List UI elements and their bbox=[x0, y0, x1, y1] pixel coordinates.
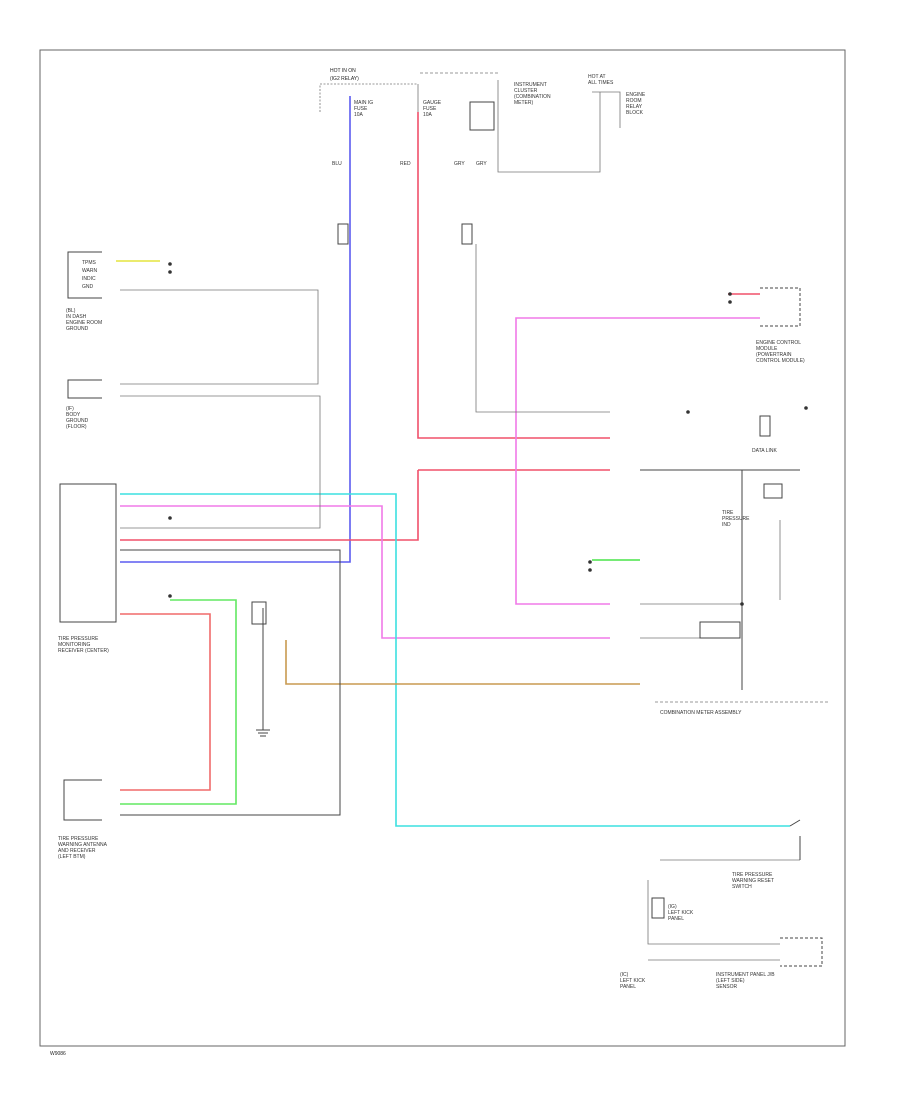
ground-mid bbox=[251, 601, 270, 737]
cluster-line2: CLUSTER bbox=[514, 88, 538, 94]
instrument-panel-jb: INSTRUMENT PANEL J/B (LEFT SIDE) SENSOR bbox=[716, 937, 823, 990]
block1-line3: ENGINE ROOM bbox=[66, 320, 102, 326]
block2-line1: (IF) bbox=[66, 406, 74, 412]
left-kick-ground: (IG) LEFT KICK PANEL (IC) LEFT KICK PANE… bbox=[620, 897, 694, 990]
wire-red-mid bbox=[120, 470, 419, 541]
ecm-line3: (POWERTRAIN bbox=[756, 352, 792, 358]
gnd-line2: LEFT KICK bbox=[668, 910, 694, 916]
body-ground-block: (IF) BODY GROUND (FLOOR) bbox=[66, 379, 102, 430]
fuse2-line1: GAUGE bbox=[423, 100, 442, 106]
tpms-sensor-line4: (LEFT BTM) bbox=[58, 854, 86, 860]
tpms-sensor-line1: TIRE PRESSURE bbox=[58, 836, 99, 842]
kick-line1: (IC) bbox=[620, 972, 629, 978]
fuse2-line3: 10A bbox=[423, 112, 433, 118]
stop-fuse-line4: BLOCK bbox=[626, 110, 644, 116]
cluster-line3: (COMBINATION bbox=[514, 94, 551, 100]
kick-line3: PANEL bbox=[620, 984, 636, 990]
stop-fuse-line3: RELAY bbox=[626, 104, 643, 110]
wire-green bbox=[120, 599, 237, 805]
fuse1-line1: MAIN IG bbox=[354, 100, 373, 106]
tpms-warn-pin3: INDIC bbox=[82, 276, 96, 282]
wire-pink-upper bbox=[515, 317, 760, 605]
hot-all-line1: HOT AT bbox=[588, 74, 606, 80]
footer-code: W9086 bbox=[50, 1051, 66, 1057]
combination-meter-label: COMBINATION METER ASSEMBLY bbox=[660, 710, 742, 716]
hot-all-line2: ALL TIMES bbox=[588, 80, 614, 86]
tp-label-line3: IND bbox=[722, 522, 731, 528]
wire-black-loop bbox=[120, 549, 341, 816]
ipjb-line1: INSTRUMENT PANEL J/B bbox=[716, 972, 775, 978]
wire-cyan bbox=[120, 493, 790, 827]
ecm-line2: MODULE bbox=[756, 346, 778, 352]
top-block-header: HOT IN ON bbox=[330, 68, 356, 74]
gnd-line3: PANEL bbox=[668, 916, 684, 922]
block1-line2: IN DASH bbox=[66, 314, 87, 320]
top-block-sub: (IG2 RELAY) bbox=[330, 76, 359, 82]
tpms-warn-pin1: TPMS bbox=[82, 260, 97, 266]
block2-line2: BODY bbox=[66, 412, 81, 418]
splice-points bbox=[168, 262, 808, 606]
tpms-sensor: TIRE PRESSURE WARNING ANTENNA AND RECEIV… bbox=[58, 779, 108, 860]
stop-fuse-line1: ENGINE bbox=[626, 92, 646, 98]
tpms-sensor-line3: AND RECEIVER bbox=[58, 848, 96, 854]
wire-red-lower bbox=[120, 613, 211, 791]
tp-label-line1: TIRE bbox=[722, 510, 734, 516]
wire-label-red: RED bbox=[400, 161, 411, 167]
fuse2-line2: FUSE bbox=[423, 106, 437, 112]
top-fuse-block: HOT IN ON (IG2 RELAY) MAIN IG FUSE 10A G… bbox=[319, 68, 646, 173]
wire-label-gry1: GRY bbox=[454, 161, 465, 167]
fuse1-line2: FUSE bbox=[354, 106, 368, 112]
ecm-line4: CONTROL MODULE) bbox=[756, 358, 805, 364]
tpms-warn-connector: TPMS WARN INDIC GND (BL) IN DASH ENGINE … bbox=[66, 251, 102, 332]
wire-label-gry2: GRY bbox=[476, 161, 487, 167]
kick-line2: LEFT KICK bbox=[620, 978, 646, 984]
wire-red-gauge bbox=[417, 112, 610, 439]
tps-line2: WARNING RESET bbox=[732, 878, 774, 884]
engine-control-module: ENGINE CONTROL MODULE (POWERTRAIN CONTRO… bbox=[756, 287, 805, 364]
cluster-line4: METER) bbox=[514, 100, 534, 106]
tpms-module: TIRE PRESSURE MONITORING RECEIVER (CENTE… bbox=[58, 483, 117, 654]
wire-blue bbox=[120, 96, 351, 563]
diagram-frame bbox=[39, 49, 846, 1047]
ipjb-line2: (LEFT SIDE) bbox=[716, 978, 745, 984]
fuse1-line3: 10A bbox=[354, 112, 364, 118]
tpms-module-line3: RECEIVER (CENTER) bbox=[58, 648, 109, 654]
wire-label-blu: BLU bbox=[332, 161, 342, 167]
tpms-warn-pin4: GND bbox=[82, 284, 94, 290]
cluster-line1: INSTRUMENT bbox=[514, 82, 547, 88]
tps-line1: TIRE PRESSURE bbox=[732, 872, 773, 878]
tpms-sensor-line2: WARNING ANTENNA bbox=[58, 842, 108, 848]
ecm-line1: ENGINE CONTROL bbox=[756, 340, 801, 346]
block2-line3: GROUND bbox=[66, 418, 89, 424]
data-link-mid-line1: DATA LINK bbox=[752, 448, 777, 454]
block1-line1: (BL) bbox=[66, 308, 76, 314]
wire-pink-lower bbox=[120, 505, 610, 639]
tpms-module-line2: MONITORING bbox=[58, 642, 91, 648]
ipjb-line3: SENSOR bbox=[716, 984, 738, 990]
tpms-module-line1: TIRE PRESSURE bbox=[58, 636, 99, 642]
wire-orange bbox=[285, 640, 640, 685]
block1-line4: GROUND bbox=[66, 326, 89, 332]
tp-label-line2: PRESSURE bbox=[722, 516, 750, 522]
block2-line4: (FLOOR) bbox=[66, 424, 87, 430]
stop-fuse-line2: ROOM bbox=[626, 98, 642, 104]
gnd-line1: (IG) bbox=[668, 904, 677, 910]
combination-meter: DATA LINK TIRE PRESSURE IND COMBINATION … bbox=[655, 415, 830, 716]
tire-pressure-switch: TIRE PRESSURE WARNING RESET SWITCH bbox=[732, 872, 774, 890]
tpms-warn-pin2: WARN bbox=[82, 268, 97, 274]
tps-line3: SWITCH bbox=[732, 884, 752, 890]
